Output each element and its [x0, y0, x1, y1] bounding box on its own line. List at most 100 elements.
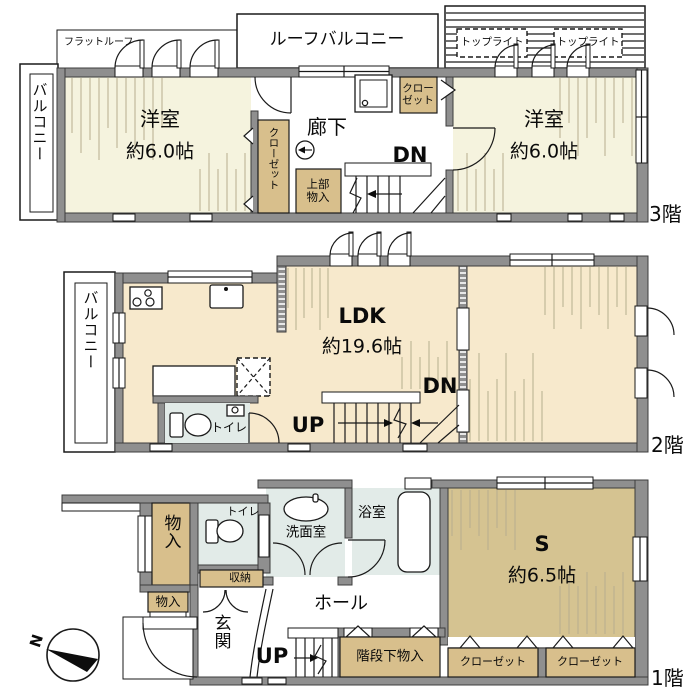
corridor-label: 廊下 [307, 114, 347, 139]
stairs-2f [321, 391, 460, 444]
doors-shuno [202, 589, 249, 613]
casement-windows-ldk-top [329, 231, 412, 267]
toilet-1f-label: トイレ [226, 504, 260, 518]
closet-1f-b-label: クローゼット [557, 654, 623, 668]
washroom-label: 洗面室 [285, 524, 327, 541]
closet-door-chevron [243, 127, 254, 145]
service-room-size: 約6.5帖 [507, 564, 577, 587]
shuno-box [199, 569, 264, 588]
balcony-3f-inner [29, 73, 54, 213]
under-stair-storage-box [339, 636, 441, 678]
floor2-plan [63, 231, 675, 453]
window-kitchen-top [167, 270, 253, 284]
upper-storage-box [295, 168, 342, 214]
door-toilet-2f [248, 412, 280, 444]
closet-3f-right-label: クロー ゼット [402, 82, 434, 106]
windows-balcony-wall [112, 312, 126, 389]
floor2-label: 2階 [651, 433, 684, 457]
window-ldk-east-top [509, 253, 595, 267]
balcony-3f-label: バルコニー [30, 82, 49, 162]
up-2f-label: UP [291, 413, 325, 438]
roof-balcony-outline [236, 13, 439, 69]
door-corridor-to-left-room [254, 76, 292, 114]
bifold-doors-hall [343, 625, 439, 638]
sliding-doors-ldk-partition [456, 307, 470, 433]
vents-2f-bottom [149, 443, 428, 452]
floor3-label: 3階 [649, 202, 682, 226]
entrance-step-curve [249, 588, 274, 678]
service-room-name: S [534, 532, 550, 557]
toilet-1f-icon [205, 519, 244, 544]
bifold-doors-sroom [448, 635, 635, 649]
roof-balcony-label: ルーフバルコニー [269, 29, 405, 50]
toilet-2f-label: トイレ [210, 420, 248, 435]
vent-fan-icon [295, 140, 315, 160]
window-storage-left [137, 515, 153, 573]
toplight-left-label: トップライト [460, 36, 524, 49]
floor3-plan [19, 5, 649, 223]
door-corridor-to-right-room [452, 127, 496, 171]
flat-roof-label: フラットルーフ [64, 37, 134, 48]
bedroom-3f-right-floor [453, 77, 637, 213]
compass [46, 628, 100, 682]
bedroom-3f-left-name: 洋室 [140, 106, 180, 131]
tatami-hatch-lines [71, 78, 633, 211]
toilet-2f-icon [169, 404, 245, 438]
service-room-floor [448, 488, 635, 637]
closet-1f-a-box [447, 647, 539, 678]
shower-unit-icon [354, 74, 393, 113]
floor1-label: 1階 [651, 666, 684, 690]
shuno-label: 収納 [229, 570, 251, 584]
balcony-2f-inner [74, 282, 108, 444]
closet-1f-b-box [545, 647, 636, 678]
stove-icon [129, 286, 163, 310]
hall-label: ホール [314, 592, 368, 614]
sliding-door-roof-balcony [298, 65, 390, 78]
bedroom-3f-left-size: 約6.0帖 [125, 140, 195, 163]
bedroom-3f-right-name: 洋室 [524, 106, 564, 131]
balcony-2f-label: バルコニー [81, 290, 100, 370]
vents-3f-bottom [112, 213, 625, 222]
kitchen-counter [152, 365, 236, 397]
bathroom-label: 浴室 [358, 505, 386, 522]
dn-3f-label: DN [392, 143, 428, 168]
floor1-plan [46, 476, 649, 686]
entrance-label: 玄関 [210, 614, 231, 650]
upper-storage-label: 上部 物入 [306, 177, 330, 204]
window-bath-top [404, 477, 432, 490]
kitchen-sink-icon [209, 284, 244, 309]
bathtub-icon [397, 491, 431, 573]
washbasin-icon [283, 493, 329, 522]
closet-3f-left-label: クローゼット [267, 127, 280, 190]
hatch-opening-dashed-box [236, 357, 271, 397]
toilet-1f-pocket-door [258, 514, 270, 558]
storage-tall-box [151, 502, 191, 586]
entrance-door [122, 616, 198, 680]
up-1f-label: UP [255, 644, 289, 669]
tatami-hatch-lines [451, 490, 624, 634]
closet-door-chevron [440, 79, 457, 101]
storage-tall-label: 物入 [160, 514, 181, 550]
partition-hatch [278, 267, 466, 440]
stairs-3f [344, 162, 446, 214]
window-3f-right-wall [635, 69, 648, 164]
dn-2f-label: DN [422, 374, 458, 399]
storage-small-label: 物入 [155, 594, 181, 609]
window-sroom-top [496, 476, 594, 490]
closet-3f-right-box [399, 76, 438, 114]
ldk-name: LDK [338, 304, 386, 329]
stairs-1f [287, 627, 339, 677]
door-bathroom [347, 539, 386, 578]
bedroom-3f-right-size: 約6.0帖 [509, 140, 579, 163]
closet-door-chevron [243, 195, 254, 213]
under-stair-storage-label: 階段下物入 [356, 648, 424, 665]
ldk-east-room-floor [467, 266, 637, 443]
window-sroom-right [632, 536, 648, 582]
bedroom-3f-left-floor [65, 77, 251, 213]
doors-washroom [272, 542, 343, 576]
closet-1f-a-label: クローゼット [460, 654, 526, 668]
awning-windows-right-wall [634, 305, 675, 399]
ldk-size: 約19.6帖 [321, 335, 403, 358]
